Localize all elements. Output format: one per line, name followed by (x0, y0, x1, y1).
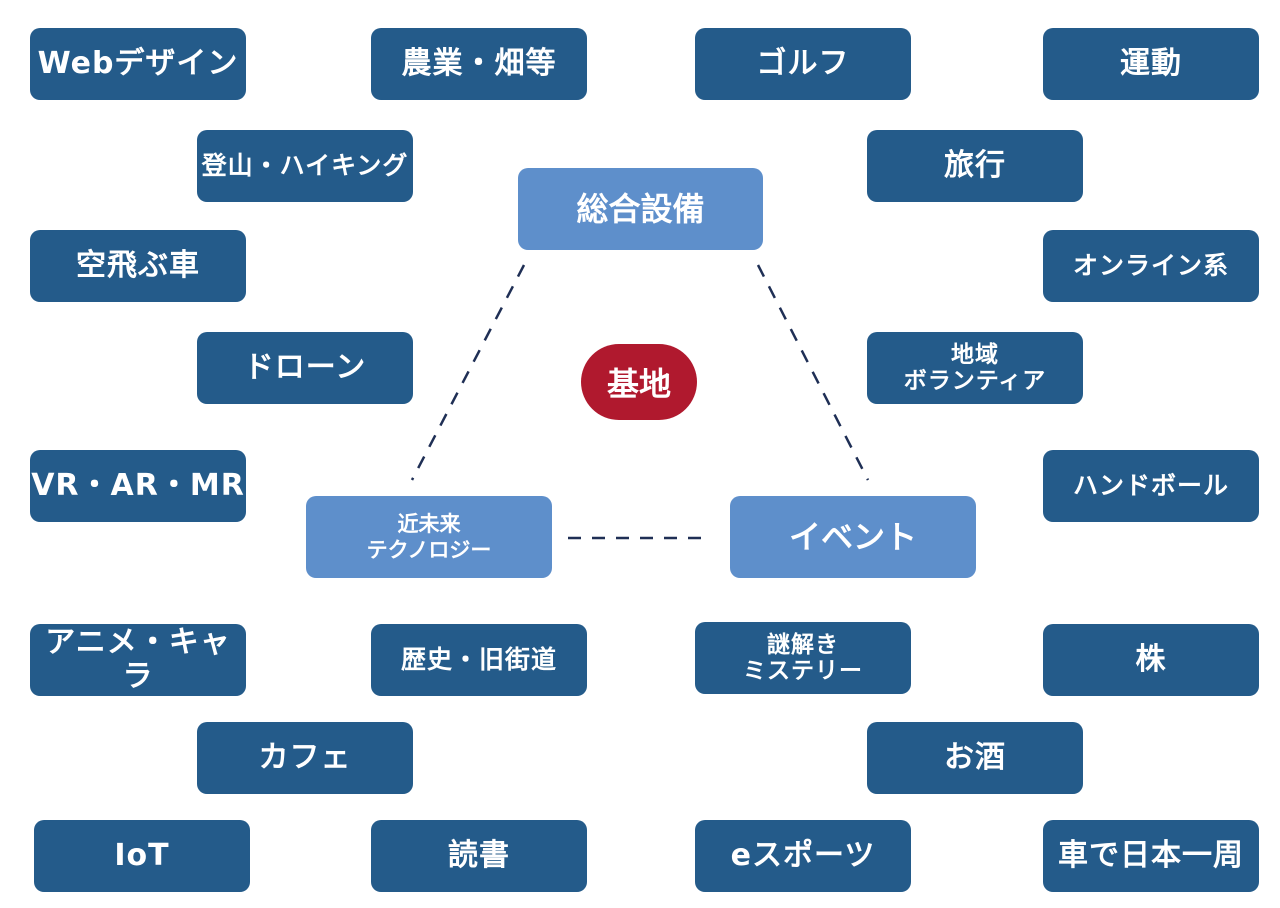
topic-web-design: Webデザイン (30, 28, 246, 100)
topic-local-volunteer: 地域 ボランティア (867, 332, 1083, 404)
topic-drive-around-japan: 車で日本一周 (1043, 820, 1259, 892)
connector-sogo-kinmirai (410, 264, 526, 481)
topic-mystery-solving: 謎解き ミステリー (695, 622, 911, 694)
topic-flying-car: 空飛ぶ車 (30, 230, 246, 302)
topic-travel: 旅行 (867, 130, 1083, 202)
topic-exercise: 運動 (1043, 28, 1259, 100)
topic-iot: IoT (34, 820, 250, 892)
core-general-facilities: 総合設備 (518, 168, 763, 250)
core-events: イベント (730, 496, 976, 578)
topic-online: オンライン系 (1043, 230, 1259, 302)
topic-golf: ゴルフ (695, 28, 911, 100)
topic-drone: ドローン (197, 332, 413, 404)
topic-reading: 読書 (371, 820, 587, 892)
core-near-future-technology: 近未来 テクノロジー (306, 496, 552, 578)
topic-anime-characters: アニメ・キャラ (30, 624, 246, 696)
connector-sogo-event (756, 264, 870, 481)
hub-base: 基地 (581, 344, 697, 420)
topic-history-old-roads: 歴史・旧街道 (371, 624, 587, 696)
topic-hiking: 登山・ハイキング (197, 130, 413, 202)
topic-esports: eスポーツ (695, 820, 911, 892)
topic-cafe: カフェ (197, 722, 413, 794)
topic-stocks: 株 (1043, 624, 1259, 696)
topic-alcohol: お酒 (867, 722, 1083, 794)
topic-vr-ar-mr: VR・AR・MR (30, 450, 246, 522)
topic-agriculture: 農業・畑等 (371, 28, 587, 100)
topic-handball: ハンドボール (1043, 450, 1259, 522)
